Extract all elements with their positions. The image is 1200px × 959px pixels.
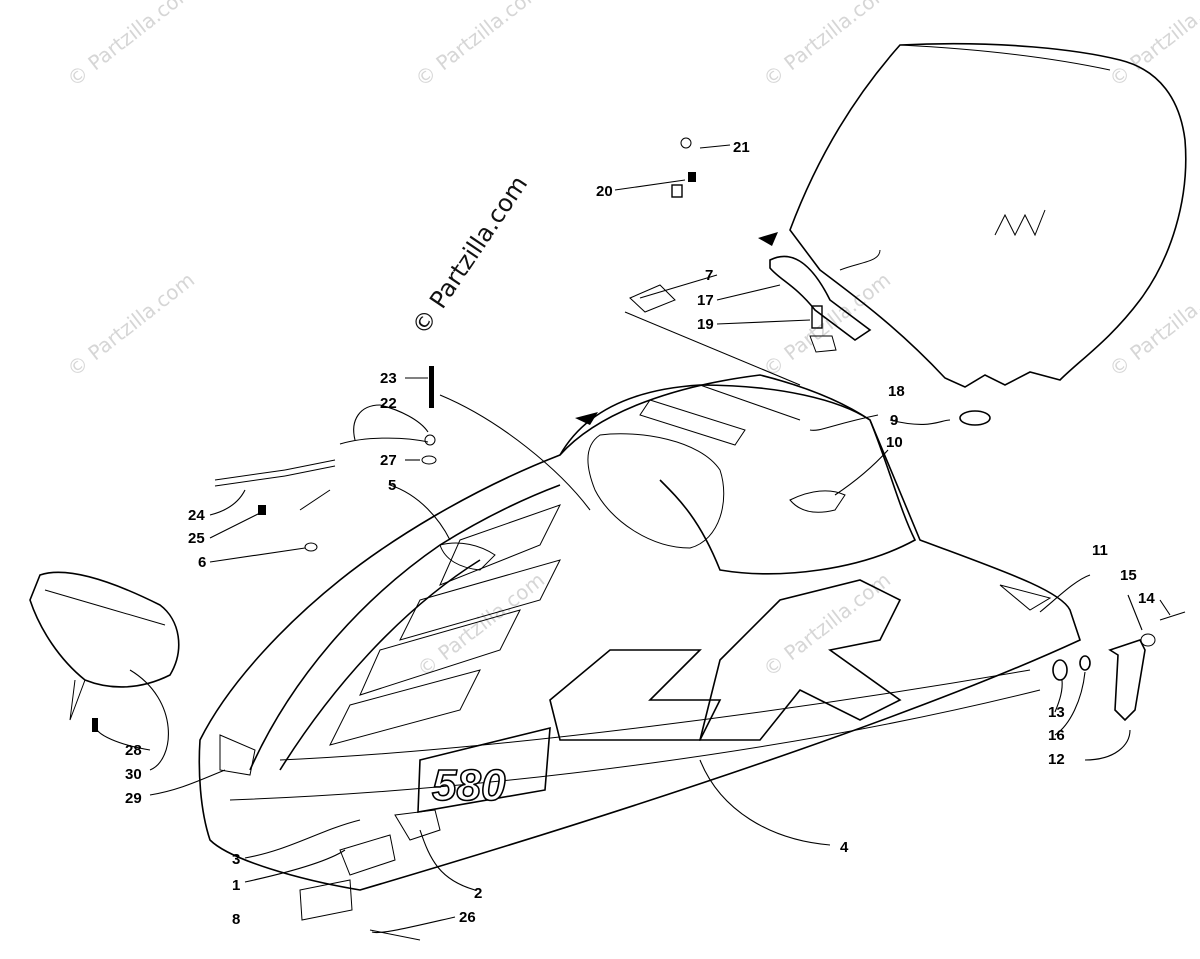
callout-9: 9 xyxy=(890,412,898,429)
callout-23: 23 xyxy=(380,370,397,387)
model-badge-text: 580 xyxy=(432,761,506,810)
callout-15: 15 xyxy=(1120,567,1137,584)
callout-13: 13 xyxy=(1048,704,1065,721)
hand-grip xyxy=(29,571,180,732)
callout-18: 18 xyxy=(888,383,905,400)
windshield xyxy=(789,42,1187,388)
callout-8: 8 xyxy=(232,911,240,928)
callout-4: 4 xyxy=(840,839,849,856)
decal-7 xyxy=(629,284,676,313)
hood xyxy=(198,374,1081,891)
callout-24: 24 xyxy=(188,507,205,524)
hardware-23-27 xyxy=(258,366,437,552)
callout-20: 20 xyxy=(596,183,613,200)
callout-5: 5 xyxy=(388,477,396,494)
callout-25: 25 xyxy=(188,530,205,547)
callout-12: 12 xyxy=(1048,751,1065,768)
callout-7: 7 xyxy=(705,267,713,284)
callout-labels: 1 2 3 4 5 6 7 8 9 10 11 12 13 14 15 16 1… xyxy=(125,139,1155,928)
callout-21: 21 xyxy=(733,139,750,156)
model-badge: 580 xyxy=(417,726,551,813)
callout-11: 11 xyxy=(1092,542,1108,559)
callout-14: 14 xyxy=(1138,590,1155,607)
callout-28: 28 xyxy=(125,742,142,759)
hinge-26 xyxy=(299,879,421,941)
callout-19: 19 xyxy=(697,316,714,333)
callout-27: 27 xyxy=(380,452,397,469)
callout-17: 17 xyxy=(697,292,714,309)
arrow-marker xyxy=(575,412,598,425)
washer-18 xyxy=(959,410,991,426)
callout-30: 30 xyxy=(125,766,142,783)
callout-1: 1 xyxy=(232,877,240,894)
callout-6: 6 xyxy=(198,554,206,571)
springs xyxy=(214,437,429,511)
callout-26: 26 xyxy=(459,909,476,926)
arrow-marker xyxy=(758,232,778,246)
callout-10: 10 xyxy=(886,434,903,451)
callout-16: 16 xyxy=(1048,727,1065,744)
bolt-19 xyxy=(809,305,837,353)
callout-29: 29 xyxy=(125,790,142,807)
mount-strip xyxy=(769,255,872,341)
screw-and-nut xyxy=(671,137,696,198)
callout-22: 22 xyxy=(380,395,397,412)
leader-lines xyxy=(94,144,1171,934)
mount-hardware xyxy=(1052,611,1186,722)
callout-2: 2 xyxy=(474,885,482,902)
callout-3: 3 xyxy=(232,851,240,868)
